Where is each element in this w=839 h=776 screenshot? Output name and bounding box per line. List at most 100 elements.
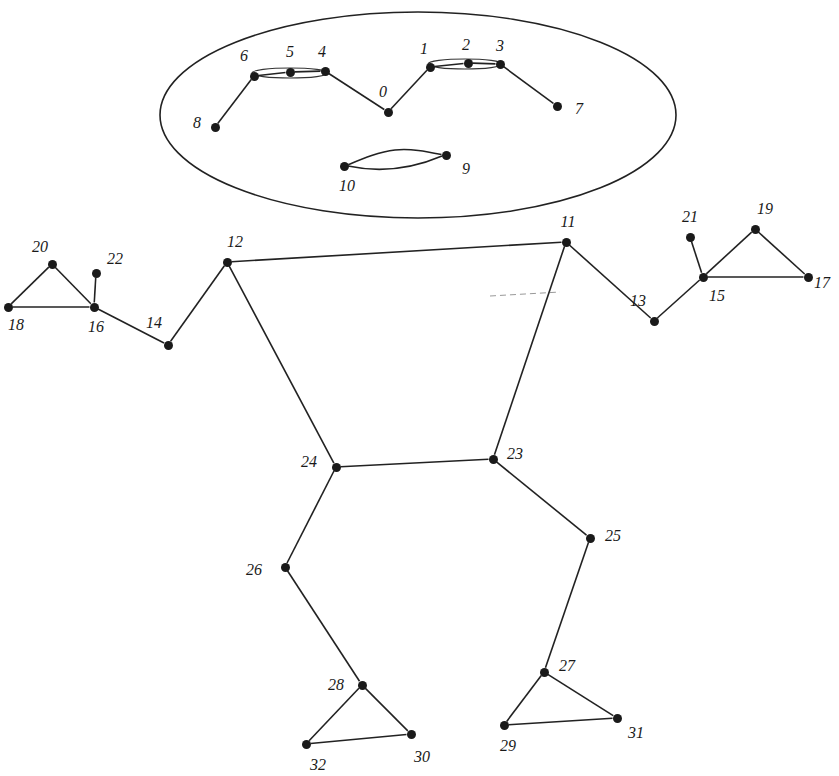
skeleton-line (258, 72, 285, 75)
landmark-point: 25 (586, 534, 595, 543)
landmark-number: 7 (575, 101, 583, 117)
eye-outline (252, 68, 328, 78)
landmark-number: 8 (193, 115, 201, 131)
skeleton-line (691, 241, 701, 272)
eye-outline (428, 59, 502, 69)
landmark-point: 24 (332, 463, 341, 472)
skeleton-line (657, 280, 699, 318)
skeleton-line (508, 718, 612, 724)
landmark-number: 28 (328, 677, 344, 693)
landmark-point: 5 (286, 68, 295, 77)
landmark-point: 10 (340, 162, 349, 171)
landmark-number: 29 (500, 738, 516, 754)
landmark-point: 9 (442, 151, 451, 160)
landmark-number: 21 (682, 209, 698, 225)
landmark-point: 18 (4, 303, 13, 312)
skeleton-line (496, 462, 586, 535)
landmark-number: 16 (88, 319, 104, 335)
landmark-number: 0 (379, 84, 387, 100)
landmark-number: 2 (462, 37, 470, 53)
landmark-point: 31 (613, 714, 622, 723)
skeleton-line (472, 62, 495, 64)
landmark-point: 23 (489, 455, 498, 464)
skeleton-line (340, 459, 488, 467)
skeleton-line (55, 267, 91, 304)
landmark-point: 12 (223, 258, 232, 267)
mouth-lower-arc (348, 156, 442, 169)
landmark-number: 10 (339, 178, 355, 194)
skeleton-line (310, 734, 406, 743)
landmark-point: 17 (804, 273, 813, 282)
landmark-point: 19 (751, 225, 760, 234)
landmark-number: 12 (227, 234, 243, 250)
landmark-point: 8 (211, 123, 220, 132)
skeleton-line (494, 246, 564, 454)
skeleton-line (11, 267, 49, 304)
landmark-number: 19 (757, 201, 773, 217)
skeleton-line (348, 150, 441, 165)
skeleton-line (434, 63, 463, 66)
skeleton-line (758, 232, 804, 274)
landmark-point: 13 (650, 317, 659, 326)
skeleton-line (548, 674, 613, 715)
skeleton-line (287, 571, 359, 681)
landmark-number: 3 (496, 38, 504, 54)
landmark-number: 17 (814, 275, 830, 291)
skeleton-line (13, 306, 90, 308)
landmark-number: 14 (146, 315, 162, 331)
skeleton-line (218, 80, 252, 124)
landmark-point: 20 (48, 260, 57, 269)
landmark-number: 25 (605, 528, 621, 544)
landmark-number: 24 (301, 454, 317, 470)
landmark-number: 23 (507, 446, 523, 462)
skeleton-line (365, 688, 408, 731)
landmark-number: 26 (246, 562, 262, 578)
skeleton-line (231, 242, 561, 261)
skeleton-line (229, 266, 334, 463)
landmark-number: 30 (414, 749, 430, 765)
skeleton-line (706, 232, 751, 274)
landmark-number: 1 (420, 41, 428, 57)
landmark-number: 9 (462, 161, 470, 177)
landmark-point: 7 (553, 102, 562, 111)
head-outline (160, 12, 676, 218)
landmark-number: 11 (561, 214, 576, 230)
landmark-point: 3 (496, 60, 505, 69)
landmark-number: 31 (628, 725, 644, 741)
skeleton-line (98, 309, 164, 343)
landmark-number: 20 (32, 239, 48, 255)
landmark-point: 27 (540, 668, 549, 677)
landmark-number: 27 (559, 658, 575, 674)
landmark-number: 18 (8, 317, 24, 333)
skeleton-line (391, 70, 427, 108)
landmark-point: 14 (164, 341, 173, 350)
landmark-point: 4 (321, 67, 330, 76)
landmark-point: 16 (90, 303, 99, 312)
landmark-point: 26 (281, 563, 290, 572)
landmark-point: 15 (699, 273, 708, 282)
skeleton-line (294, 70, 320, 72)
landmark-number: 22 (107, 251, 123, 267)
landmark-point: 22 (92, 269, 101, 278)
landmark-point: 32 (302, 740, 311, 749)
landmark-point: 30 (407, 730, 416, 739)
landmark-point: 29 (500, 721, 509, 730)
landmark-point: 2 (464, 59, 473, 68)
skeleton-line (287, 471, 334, 563)
landmark-number: 32 (310, 757, 326, 773)
landmark-point: 6 (250, 72, 259, 81)
landmark-number: 4 (318, 44, 326, 60)
skeleton-line (171, 266, 225, 342)
skeleton-line (94, 277, 95, 302)
landmark-number: 5 (286, 44, 294, 60)
skeleton-line (708, 276, 804, 278)
skeleton-line (569, 245, 650, 318)
landmark-point: 1 (426, 63, 435, 72)
skeleton-line (507, 676, 542, 722)
skeleton-line (329, 73, 384, 109)
landmark-point: 28 (358, 681, 367, 690)
landmark-point: 21 (686, 233, 695, 242)
